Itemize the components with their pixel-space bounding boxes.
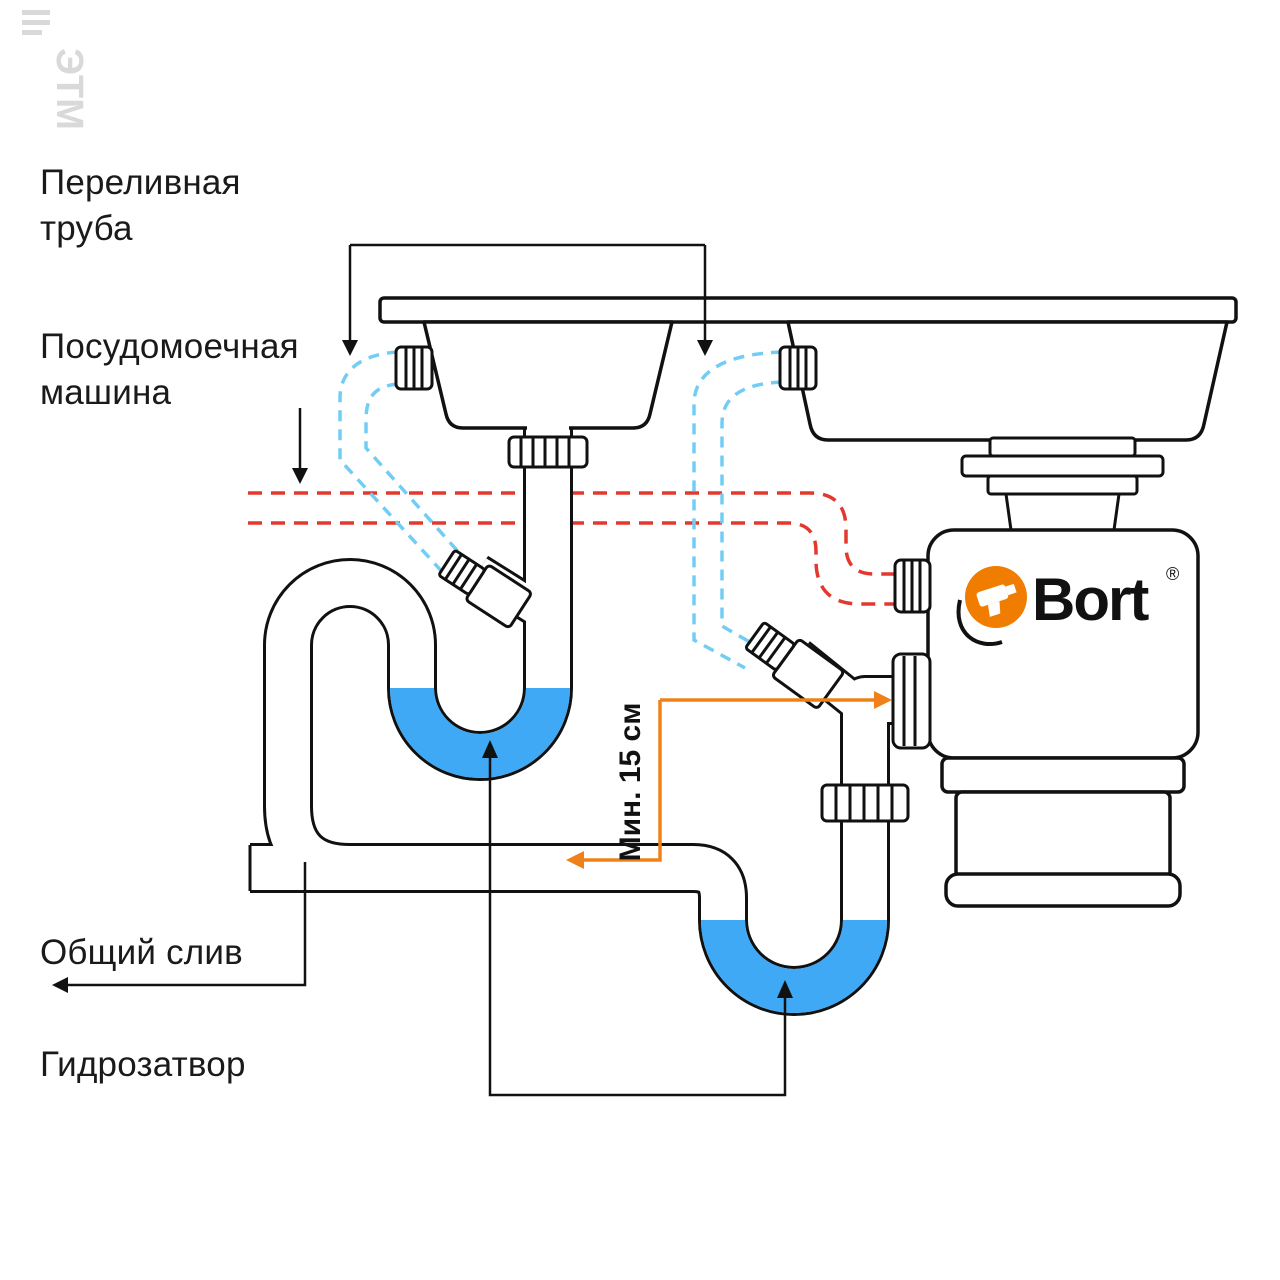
label-dishwasher-line1: Посудомоечная xyxy=(40,327,299,366)
dishwasher-hose-bottom-line xyxy=(248,521,897,606)
drill-icon xyxy=(976,583,1017,617)
brand-reg-mark: ® xyxy=(1166,564,1179,584)
min-height-label: Мин. 15 см xyxy=(614,703,647,862)
disposer-base xyxy=(944,872,1182,908)
left-trap-barb xyxy=(438,549,532,629)
water-seal-left xyxy=(390,687,570,778)
disposer-shell xyxy=(926,528,1200,760)
arrow-water-seal-right xyxy=(777,980,793,998)
arrow-water-seal-left xyxy=(482,740,498,758)
brand-name: Bort xyxy=(1032,566,1149,633)
countertop xyxy=(378,296,1238,324)
arrow-common-drain xyxy=(52,977,68,993)
right-barb-tip xyxy=(744,621,796,671)
watermark-text: ЭТМ xyxy=(48,48,90,130)
overflow-hose-left-line2 xyxy=(364,382,464,558)
overflow-hose-left xyxy=(338,350,464,578)
right-overflow-fitting xyxy=(778,345,818,391)
flow-arrowhead-left xyxy=(566,851,584,869)
mount-ring-3 xyxy=(986,474,1139,496)
watermark: ЭТМ xyxy=(22,10,90,130)
pipes-fill xyxy=(250,424,905,1013)
flow-arrowhead-right xyxy=(874,691,892,709)
label-common-drain: Общий слив xyxy=(40,933,243,972)
arrow-dishwasher xyxy=(292,468,308,484)
left-drain-neck xyxy=(527,424,569,439)
arrow-overflow-left xyxy=(342,340,358,356)
pipes-outline xyxy=(250,424,905,1016)
disposer-outlet-flange xyxy=(891,652,932,750)
disposer-mount xyxy=(960,436,1165,536)
left-drain-nut xyxy=(507,435,589,469)
bort-logo: Bort ® xyxy=(956,564,1179,646)
mount-ring-1 xyxy=(988,436,1137,458)
right-sink-basin xyxy=(786,320,1229,442)
annotation-arrowheads xyxy=(52,340,793,998)
label-overflow-pipe-line1: Переливная xyxy=(40,163,241,202)
flow-arrows xyxy=(580,698,876,862)
overflow-hose-right xyxy=(692,350,783,670)
left-overflow-fitting xyxy=(394,345,434,391)
right-trap-barb xyxy=(744,621,845,709)
label-overflow-pipe: Переливная труба xyxy=(40,160,241,252)
label-water-seal: Гидрозатвор xyxy=(40,1045,246,1084)
overflow-hose-left-line1 xyxy=(338,350,448,578)
overflow-pointer-line xyxy=(348,243,707,342)
disposer-inlet-barb xyxy=(893,558,932,614)
arrow-overflow-right xyxy=(697,340,713,356)
drill-handle xyxy=(988,601,1001,617)
flow-line-to-drain xyxy=(580,700,662,862)
water-seal-right xyxy=(701,919,887,1013)
common-drain-pointer-line xyxy=(64,862,307,987)
overflow-hose-right-line1 xyxy=(692,350,783,670)
mount-neck xyxy=(1004,492,1121,536)
dishwasher-hose xyxy=(248,491,897,606)
disposer-band xyxy=(940,756,1186,794)
right-trap-nut xyxy=(820,783,910,823)
drill-body xyxy=(976,584,1009,607)
outlet-flange-plate xyxy=(891,652,932,750)
water-seal-pointer-line xyxy=(488,754,787,1097)
mount-ring-2 xyxy=(960,454,1165,478)
logo-swoosh xyxy=(956,599,1003,646)
label-dishwasher-line2: машина xyxy=(40,373,172,412)
left-sink-basin xyxy=(422,320,674,430)
left-trap-fill xyxy=(266,424,570,890)
overflow-hose-right-line2 xyxy=(720,380,783,650)
drill-chuck xyxy=(1005,583,1017,596)
disposer-lower xyxy=(954,790,1172,880)
annotation-lines xyxy=(64,243,787,1097)
label-overflow-pipe-line2: труба xyxy=(40,209,133,248)
dishwasher-hose-top-line xyxy=(248,491,897,576)
label-dishwasher: Посудомоечная машина xyxy=(40,324,299,416)
